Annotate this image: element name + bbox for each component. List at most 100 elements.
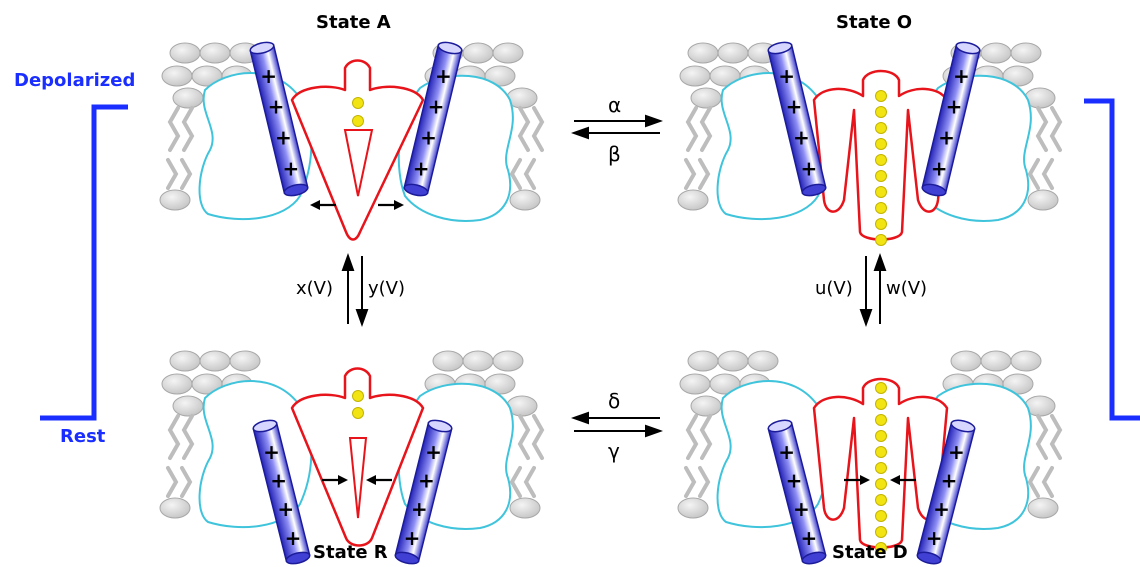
lipid-head bbox=[462, 42, 494, 64]
state-r-channel: ++++++++ bbox=[159, 350, 545, 565]
arrows-delta-gamma bbox=[571, 411, 663, 438]
lipid-tail bbox=[166, 158, 179, 190]
lipid-head bbox=[169, 350, 201, 372]
ion-d bbox=[875, 462, 887, 474]
sensor-cap bbox=[950, 419, 976, 433]
sensor-cap bbox=[249, 41, 275, 55]
charge-plus: + bbox=[428, 95, 445, 119]
lipid-head bbox=[484, 65, 516, 87]
lipid-head bbox=[980, 42, 1012, 64]
lipid-tail bbox=[684, 466, 697, 498]
charge-plus: + bbox=[786, 469, 803, 493]
voltage-trace-left bbox=[40, 104, 128, 421]
charge-plus: + bbox=[938, 126, 955, 150]
charge-plus: + bbox=[941, 469, 958, 493]
voltage-sensor-r-left: + + + + bbox=[252, 419, 311, 565]
ion-d bbox=[875, 494, 887, 506]
sensor-cap bbox=[767, 41, 793, 55]
sensor-base bbox=[801, 551, 827, 565]
charge-plus: + bbox=[933, 497, 950, 521]
state-d-channel: ++++++++ bbox=[677, 350, 1063, 565]
sensor-body bbox=[249, 41, 309, 197]
voltage-sensor-o-right: ++++ bbox=[921, 41, 981, 197]
voltage-sensor-a-right: ++++ bbox=[403, 41, 463, 197]
charge-plus: + bbox=[268, 95, 285, 119]
beta-label: β bbox=[608, 142, 621, 166]
sensor-base bbox=[916, 551, 942, 565]
charge-plus: + bbox=[263, 440, 280, 464]
lipid-head bbox=[509, 497, 541, 519]
depolarized-label: Depolarized bbox=[14, 70, 136, 91]
lipid-head bbox=[717, 42, 749, 64]
charge-plus: + bbox=[425, 440, 442, 464]
lipid-head bbox=[484, 373, 516, 395]
lipid-head bbox=[509, 189, 541, 211]
lipid-head bbox=[747, 350, 779, 372]
charge-plus: + bbox=[786, 95, 803, 119]
lipid-head bbox=[159, 189, 191, 211]
state-o-channel: ++++++++ bbox=[677, 41, 1063, 246]
sensor-body bbox=[767, 419, 827, 565]
lipid-tail bbox=[699, 106, 713, 152]
lipid-tail bbox=[523, 158, 536, 190]
w-v-label: w(V) bbox=[886, 278, 928, 299]
charge-plus: + bbox=[285, 526, 302, 550]
lipid-head bbox=[492, 42, 524, 64]
sensor-body bbox=[252, 419, 311, 565]
ion-d bbox=[875, 510, 887, 522]
lipid-tail bbox=[684, 158, 697, 190]
voltage-sensor-r-right: ++++ bbox=[394, 419, 453, 565]
lipid-head bbox=[1010, 350, 1042, 372]
state-a-channel: ++++++++ bbox=[159, 41, 545, 241]
ion-a bbox=[352, 115, 364, 127]
charge-plus: + bbox=[778, 440, 795, 464]
lipid-head bbox=[172, 87, 204, 109]
sensor-cap bbox=[427, 419, 453, 433]
lipid-head bbox=[687, 350, 719, 372]
ion-o bbox=[875, 106, 887, 118]
lipid-head bbox=[229, 350, 261, 372]
lipid-head bbox=[1027, 189, 1059, 211]
ion-o bbox=[875, 138, 887, 150]
lipid-head bbox=[1002, 373, 1034, 395]
lipid-tail bbox=[167, 106, 181, 152]
ion-o bbox=[875, 170, 887, 182]
ion-o bbox=[875, 186, 887, 198]
charge-plus: + bbox=[926, 526, 943, 550]
lipid-head bbox=[492, 350, 524, 372]
charge-plus: + bbox=[953, 64, 970, 88]
lipid-tail bbox=[1049, 106, 1063, 152]
lipid-tail bbox=[167, 414, 181, 460]
inward-arrow-r-left-head bbox=[338, 475, 348, 485]
alpha-label: α bbox=[608, 93, 622, 117]
lipid-head bbox=[1027, 497, 1059, 519]
lipid-tail bbox=[509, 466, 522, 498]
charge-plus: + bbox=[270, 469, 287, 493]
lipid-head bbox=[1010, 42, 1042, 64]
ion-o bbox=[875, 218, 887, 230]
lipid-head bbox=[690, 395, 722, 417]
charge-plus: + bbox=[793, 126, 810, 150]
ion-r bbox=[352, 407, 364, 419]
lipid-tail bbox=[1041, 158, 1054, 190]
charge-plus: + bbox=[277, 497, 294, 521]
sensor-base bbox=[801, 183, 827, 197]
lipid-tail bbox=[509, 158, 522, 190]
lipid-head bbox=[432, 350, 464, 372]
sensor-cap bbox=[437, 41, 463, 55]
state-r-label: State R bbox=[313, 542, 388, 563]
pore-cavity-r bbox=[348, 437, 368, 519]
lipid-head bbox=[677, 189, 709, 211]
sensor-cap bbox=[767, 419, 793, 433]
charge-plus: + bbox=[778, 64, 795, 88]
lipid-tail bbox=[1027, 466, 1040, 498]
lipid-tail bbox=[523, 466, 536, 498]
ion-d bbox=[875, 526, 887, 538]
lipid-head bbox=[980, 350, 1012, 372]
sensor-base bbox=[403, 183, 429, 197]
lipid-tail bbox=[531, 106, 545, 152]
ion-r bbox=[352, 390, 364, 402]
voltage-sensor-d-right: ++++ bbox=[916, 419, 976, 565]
ion-d bbox=[875, 414, 887, 426]
